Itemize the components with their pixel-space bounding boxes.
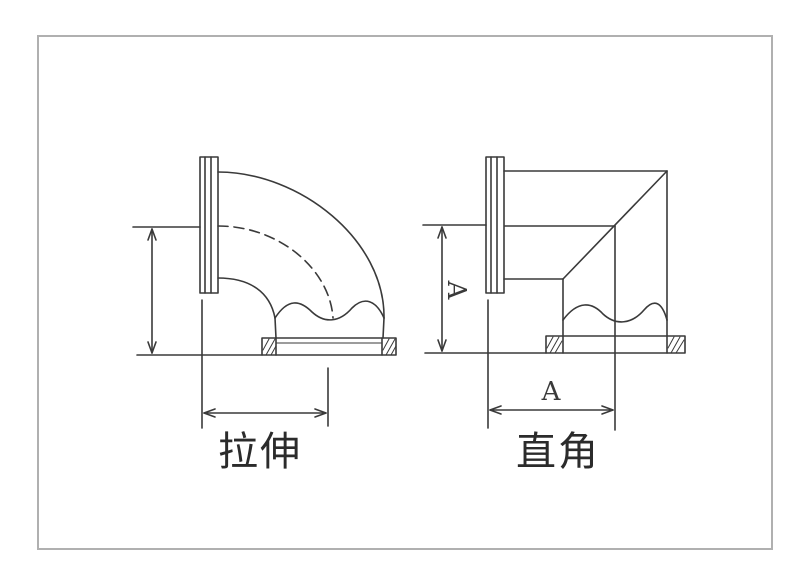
left-inner-arc (217, 277, 276, 319)
swept-elbow-caption: 拉伸 (218, 429, 302, 475)
left-centerline (217, 225, 334, 319)
left-top-flange (199, 156, 219, 294)
swept-elbow-drawing (132, 156, 397, 429)
right-bottom-flange (545, 335, 686, 354)
right-miter-line (562, 170, 668, 280)
left-outer-arc (217, 171, 385, 319)
right-break-line (562, 302, 668, 323)
frame-border (37, 35, 773, 550)
dimension-label-horizontal: A (541, 377, 562, 407)
left-break-line (274, 300, 385, 321)
mitered-elbow-drawing (422, 156, 686, 431)
mitered-elbow-caption: 直角 (516, 429, 600, 475)
dimension-label-vertical: A (441, 280, 471, 301)
